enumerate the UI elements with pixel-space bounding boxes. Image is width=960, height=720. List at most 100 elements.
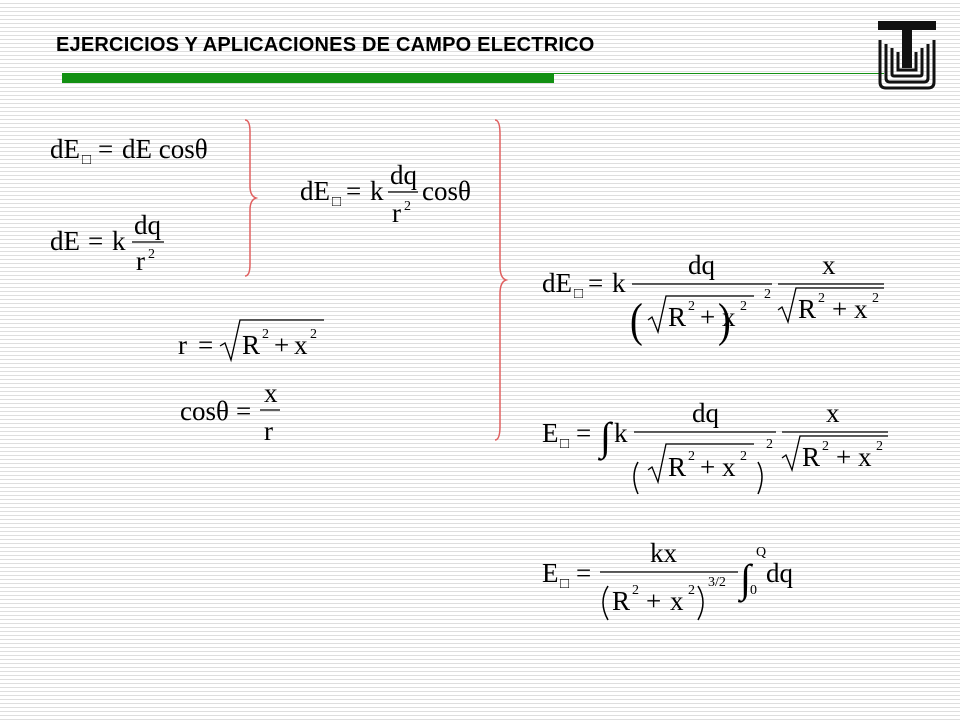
eq7-numerator-x: x — [826, 398, 840, 428]
equation-ring-field-result: E □ = kx R 2 + x 2 3/2 ∫ Q 0 dq — [542, 538, 794, 621]
eq2-denominator: r — [136, 246, 145, 276]
eq6-subscript: □ — [574, 286, 583, 302]
institution-logo-icon — [878, 21, 936, 90]
eq8-integral-sign: ∫ — [737, 556, 754, 603]
eq2-exponent: 2 — [148, 247, 155, 262]
eq6-radical-sign — [647, 295, 754, 335]
eq3-exponent: 2 — [404, 199, 411, 214]
eq1-equals: = — [98, 134, 113, 164]
eq6-x: x — [722, 302, 736, 332]
eq2-equals: = — [88, 226, 103, 256]
eq6-radical-sign-2 — [777, 287, 884, 325]
eq6-outer-exp: 2 — [764, 287, 771, 302]
eq8-lower-limit: 0 — [750, 583, 757, 598]
eq5-denominator: r — [264, 416, 273, 446]
eq8-equals: = — [576, 558, 591, 588]
eq3-numerator: dq — [390, 160, 418, 190]
eq5-lhs: cosθ — [180, 396, 229, 426]
eq6-equals: = — [588, 268, 603, 298]
eq3-subscript: □ — [332, 194, 341, 210]
eq7-radical-sign-2 — [781, 435, 888, 473]
eq3-denominator: r — [392, 198, 401, 228]
title-underline-line — [554, 73, 884, 74]
eq6-exp-R2: 2 — [818, 291, 825, 306]
eq6-exp-R: 2 — [688, 299, 695, 314]
equation-cosine: cosθ = x r — [180, 378, 280, 446]
eq7-k: k — [614, 418, 628, 448]
eq8-R: R — [612, 586, 630, 616]
equation-x-component-integral: E □ = ∫ k dq R 2 + x 2 2 x R 2 + x 2 — [542, 398, 888, 495]
eq7-lhs: E — [542, 418, 559, 448]
slide-title: EJERCICIOS Y APLICACIONES DE CAMPO ELECT… — [56, 34, 595, 56]
eq6-exp-x2: 2 — [872, 291, 879, 306]
eq8-subscript: □ — [560, 576, 569, 592]
eq8-x: x — [670, 586, 684, 616]
eq6-k: k — [612, 268, 626, 298]
eq6-left-paren: ( — [630, 294, 643, 347]
eq4-R: R — [242, 330, 260, 360]
eq3-lhs: dE — [300, 176, 330, 206]
eq8-upper-limit: Q — [756, 545, 766, 560]
equation-component-substituted: dE □ = k dq r 2 cosθ — [300, 160, 471, 228]
eq7-x: x — [722, 452, 736, 482]
eq7-plus2: + — [836, 442, 851, 472]
title-underline-bar — [62, 73, 554, 83]
eq8-right-paren — [697, 585, 704, 621]
eq4-equals: = — [198, 330, 213, 360]
eq1-lhs: dE — [50, 134, 80, 164]
eq4-lhs: r — [178, 330, 187, 360]
eq7-left-paren — [633, 461, 639, 495]
eq5-equals: = — [236, 396, 251, 426]
eq8-exp-R: 2 — [632, 583, 639, 598]
eq8-dq: dq — [766, 558, 794, 588]
eq6-lhs: dE — [542, 268, 572, 298]
eq6-numerator-dq: dq — [688, 250, 716, 280]
eq3-equals: = — [346, 176, 361, 206]
eq4-plus: + — [274, 330, 289, 360]
eq8-exp-x: 2 — [688, 583, 695, 598]
eq6-plus2: + — [832, 294, 847, 324]
eq8-numerator: kx — [650, 538, 678, 568]
eq7-numerator-dq: dq — [692, 398, 720, 428]
eq6-x2: x — [854, 294, 868, 324]
eq2-k: k — [112, 226, 126, 256]
eq2-lhs: dE — [50, 226, 80, 256]
left-brace — [244, 119, 259, 277]
eq6-exp-x: 2 — [740, 299, 747, 314]
eq7-exp-R: 2 — [688, 449, 695, 464]
equation-component: dE □ = dE cosθ — [50, 134, 208, 168]
eq8-lhs: E — [542, 558, 559, 588]
eq5-numerator: x — [264, 378, 278, 408]
eq6-plus: + — [700, 302, 715, 332]
eq7-exp-x2: 2 — [876, 439, 883, 454]
equation-coulomb-differential: dE = k dq r 2 — [50, 210, 164, 276]
eq7-right-paren — [757, 461, 763, 495]
eq7-exp-R2: 2 — [822, 439, 829, 454]
equation-x-component-differential: dE □ = k dq ( R 2 + x 2 ) 2 x R 2 + x 2 — [542, 250, 884, 347]
eq6-numerator-x: x — [822, 250, 836, 280]
eq7-equals: = — [576, 418, 591, 448]
eq1-rhs: dE cosθ — [122, 134, 208, 164]
eq4-exp-a: 2 — [262, 327, 269, 342]
eq7-subscript: □ — [560, 436, 569, 452]
eq7-R2: R — [802, 442, 820, 472]
eq4-radical-sign — [219, 319, 324, 363]
eq7-integral-sign: ∫ — [597, 414, 614, 461]
eq4-x: x — [294, 330, 308, 360]
eq7-radical-sign — [647, 443, 754, 485]
eq6-R2: R — [798, 294, 816, 324]
eq8-left-paren — [602, 585, 609, 621]
eq7-exp-x: 2 — [740, 449, 747, 464]
eq1-subscript: □ — [82, 152, 91, 168]
eq3-k: k — [370, 176, 384, 206]
eq6-R: R — [668, 302, 686, 332]
right-brace — [494, 119, 509, 441]
equation-distance: r = R 2 + x 2 — [178, 319, 324, 363]
eq2-numerator: dq — [134, 210, 162, 240]
eq6-right-paren: ) — [718, 294, 731, 347]
eq7-plus: + — [700, 452, 715, 482]
eq3-tail: cosθ — [422, 176, 471, 206]
eq8-plus: + — [646, 586, 661, 616]
eq7-R: R — [668, 452, 686, 482]
